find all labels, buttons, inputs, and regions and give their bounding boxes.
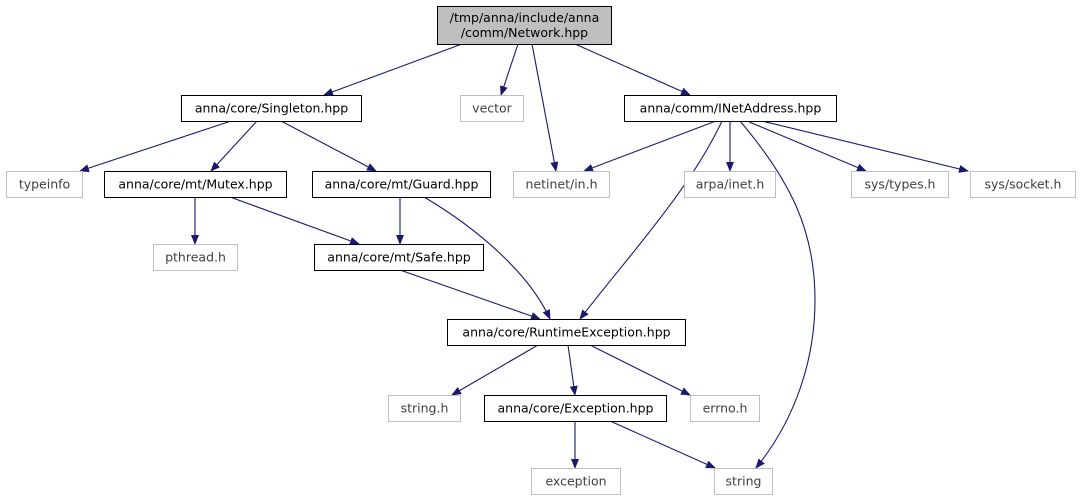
node-inetaddress[interactable]: anna/comm/INetAddress.hpp xyxy=(624,95,837,122)
node-safe[interactable]: anna/core/mt/Safe.hpp xyxy=(314,244,484,271)
nodes-layer: /tmp/anna/include/anna/comm/Network.hpp a… xyxy=(6,6,1076,495)
node-runtimeexc[interactable]: anna/core/RuntimeException.hpp xyxy=(447,319,686,346)
node-guard[interactable]: anna/core/mt/Guard.hpp xyxy=(312,171,491,198)
edge-inetaddress-to-runtimeexc xyxy=(579,120,723,320)
node-errno: errno.h xyxy=(690,395,760,422)
edge-runtimeexc-to-stringh xyxy=(451,344,539,396)
node-label: sys/types.h xyxy=(865,177,936,192)
edge-line xyxy=(79,120,232,172)
node-typeinfo: typeinfo xyxy=(6,171,83,198)
edge-singleton-to-guard xyxy=(280,120,377,172)
edge-line xyxy=(579,120,723,320)
edge-line xyxy=(589,344,691,396)
node-box xyxy=(851,171,949,198)
node-label: typeinfo xyxy=(19,177,70,192)
edge-singleton-to-typeinfo xyxy=(79,120,232,172)
node-box xyxy=(484,395,667,422)
node-box xyxy=(6,171,83,198)
node-label: anna/core/mt/Safe.hpp xyxy=(327,250,470,265)
edge-line xyxy=(746,120,867,172)
edge-line xyxy=(323,43,463,96)
node-box xyxy=(153,244,238,271)
node-arpa: arpa/inet.h xyxy=(684,171,776,198)
edge-singleton-to-mutex xyxy=(210,120,258,172)
node-label: sys/socket.h xyxy=(985,177,1062,192)
edge-line xyxy=(609,420,716,469)
node-pthread: pthread.h xyxy=(153,244,238,271)
node-box xyxy=(690,395,760,422)
node-box xyxy=(314,244,484,271)
edge-inetaddress-to-string xyxy=(739,120,816,469)
node-label: /comm/Network.hpp xyxy=(461,25,588,40)
edge-network-to-vector xyxy=(500,43,519,96)
node-label: anna/comm/INetAddress.hpp xyxy=(640,101,822,116)
node-exception_hpp[interactable]: anna/core/Exception.hpp xyxy=(484,395,667,422)
node-stringh: string.h xyxy=(388,395,461,422)
node-box xyxy=(970,171,1076,198)
edge-inetaddress-to-systypes xyxy=(746,120,867,172)
node-netinet: netinet/in.h xyxy=(513,171,610,198)
edge-network-to-netinet xyxy=(531,43,559,172)
node-syssocket: sys/socket.h xyxy=(970,171,1076,198)
node-box xyxy=(388,395,461,422)
edge-guard-to-runtimeexc xyxy=(423,196,551,320)
node-box xyxy=(513,171,610,198)
edge-line xyxy=(761,120,969,173)
node-label: anna/core/mt/Guard.hpp xyxy=(325,177,479,192)
edge-network-to-singleton xyxy=(323,43,463,96)
edge-line xyxy=(574,43,691,96)
node-string: string xyxy=(714,468,773,495)
edge-runtimeexc-to-exception_hpp xyxy=(567,344,578,396)
node-label: anna/core/mt/Mutex.hpp xyxy=(118,177,272,192)
node-label: pthread.h xyxy=(165,250,226,265)
node-box xyxy=(181,95,362,122)
node-label: errno.h xyxy=(703,401,748,416)
edge-line xyxy=(531,43,559,172)
edge-line xyxy=(451,344,539,396)
node-mutex[interactable]: anna/core/mt/Mutex.hpp xyxy=(104,171,287,198)
edge-line xyxy=(500,43,519,96)
node-label: anna/core/RuntimeException.hpp xyxy=(462,325,670,340)
node-label: exception xyxy=(545,474,606,489)
edge-exception_hpp-to-string xyxy=(609,420,716,469)
edge-line xyxy=(210,120,258,172)
edge-line xyxy=(399,269,541,320)
edge-inetaddress-to-syssocket xyxy=(761,120,969,173)
edge-runtimeexc-to-errno xyxy=(589,344,691,396)
node-label: vector xyxy=(472,101,513,116)
node-label: string.h xyxy=(401,401,449,416)
node-label: string xyxy=(726,474,762,489)
edge-line xyxy=(423,196,551,320)
node-box xyxy=(437,6,612,45)
node-box xyxy=(447,319,686,346)
node-box xyxy=(531,468,621,495)
node-network[interactable]: /tmp/anna/include/anna/comm/Network.hpp xyxy=(437,6,612,45)
edge-safe-to-runtimeexc xyxy=(399,269,541,320)
node-exception: exception xyxy=(531,468,621,495)
node-vector: vector xyxy=(460,95,524,122)
edge-line xyxy=(229,196,360,245)
edge-inetaddress-to-netinet xyxy=(583,120,717,172)
edge-line xyxy=(280,120,377,172)
node-label: netinet/in.h xyxy=(525,177,597,192)
edge-line xyxy=(567,344,578,396)
node-box xyxy=(460,95,524,122)
node-box xyxy=(684,171,776,198)
node-label: anna/core/Exception.hpp xyxy=(498,401,654,416)
node-box xyxy=(624,95,837,122)
node-systypes: sys/types.h xyxy=(851,171,949,198)
node-singleton[interactable]: anna/core/Singleton.hpp xyxy=(181,95,362,122)
node-box xyxy=(104,171,287,198)
node-label: anna/core/Singleton.hpp xyxy=(195,101,348,116)
node-label: arpa/inet.h xyxy=(696,177,765,192)
edges-layer xyxy=(79,43,969,469)
node-box xyxy=(714,468,773,495)
node-label: /tmp/anna/include/anna xyxy=(450,10,599,25)
node-box xyxy=(312,171,491,198)
edge-line xyxy=(583,120,717,172)
edge-line xyxy=(739,120,816,469)
edge-network-to-inetaddress xyxy=(574,43,691,96)
edge-mutex-to-safe xyxy=(229,196,360,245)
